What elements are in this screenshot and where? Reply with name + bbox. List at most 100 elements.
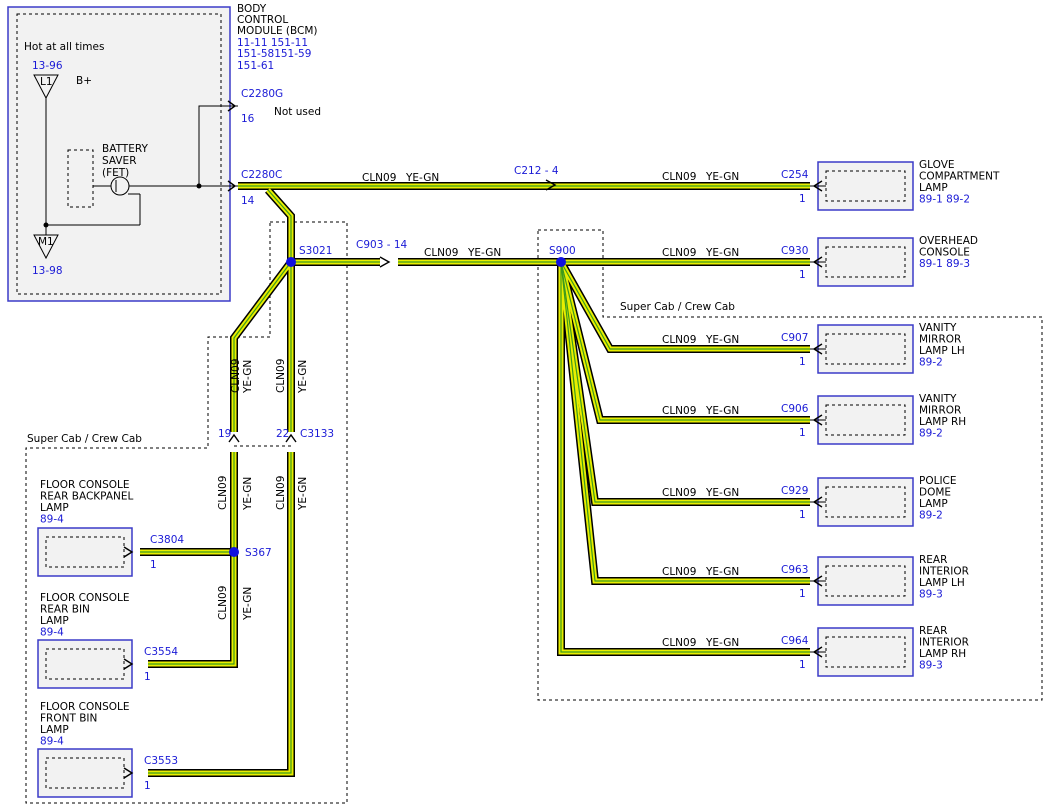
- hot-at-all-times-label: Hot at all times: [24, 41, 104, 53]
- connector-label: C254: [781, 169, 809, 181]
- s900-splice: [556, 257, 566, 267]
- wire-label-color: YE-GN: [705, 566, 739, 578]
- pin-number: 1: [799, 356, 806, 368]
- region-label-right: Super Cab / Crew Cab: [620, 301, 735, 313]
- component-refs: 89-1 89-3: [919, 258, 970, 270]
- wire-label-circuit: CLN09: [275, 476, 287, 510]
- m1-label: M1: [38, 236, 54, 248]
- pin-number: 1: [144, 780, 151, 792]
- wire-label-color: YE-GN: [705, 171, 739, 183]
- bcm-module: Hot at all times 13-96 L1 B+ M1 13-98 BA…: [7, 3, 318, 302]
- wire-s900-to-c964: [560, 262, 810, 653]
- battery-saver-label: BATTERY SAVER (FET): [102, 143, 151, 179]
- wire-label-circuit: CLN09: [424, 247, 458, 259]
- bcm-title: BODY CONTROL MODULE (BCM): [237, 3, 318, 37]
- wire-s900-to-c963: [560, 261, 810, 582]
- s3021-splice: [286, 257, 296, 267]
- c903-label: C903 - 14: [356, 239, 408, 251]
- connector-arrow-icon: [123, 658, 134, 670]
- component-inner-box: [45, 648, 125, 680]
- b-plus-label: B+: [76, 75, 92, 87]
- wire-label-color: YE-GN: [705, 247, 739, 259]
- c3133-label: C3133: [300, 428, 334, 440]
- l1-label: L1: [40, 76, 53, 88]
- component-inner-box: [825, 170, 906, 202]
- c2280c-label: C2280C: [241, 169, 282, 181]
- pin-number: 1: [799, 193, 806, 205]
- c903-arrow-icon: [379, 256, 391, 268]
- c212-label: C212 - 4: [514, 165, 559, 177]
- wire-labels-vertical: CLN09 YE-GN CLN09 YE-GN CLN09 YE-GN CLN0…: [217, 359, 309, 621]
- wire-label-color: YE-GN: [705, 405, 739, 417]
- component-refs: 89-2: [919, 357, 943, 369]
- connector-arrow-icon: [123, 767, 134, 779]
- wire-label-circuit: CLN09: [217, 586, 229, 620]
- component-refs: 89-2: [919, 428, 943, 440]
- region-label-left: Super Cab / Crew Cab: [27, 433, 142, 445]
- connector-label: C963: [781, 564, 808, 576]
- component-refs: 89-3: [919, 589, 943, 601]
- wire-s900-to-c929: [560, 261, 810, 503]
- connector-label: C907: [781, 332, 808, 344]
- connector-label: C929: [781, 485, 808, 497]
- not-used-label: Not used: [274, 106, 321, 118]
- pin22-label: 22: [276, 428, 289, 440]
- pin19-label: 19: [218, 428, 231, 440]
- connector-label: C3554: [144, 646, 178, 658]
- battery-saver-dashed-box: [67, 149, 94, 208]
- wire-label-circuit: CLN09: [275, 359, 287, 393]
- pin-number: 1: [799, 588, 806, 600]
- wire-label-circuit: CLN09: [662, 405, 696, 417]
- wire-s3021-to-pin19: [233, 261, 292, 432]
- wire-label-circuit: CLN09: [230, 359, 242, 393]
- wire-label-circuit: CLN09: [662, 487, 696, 499]
- component-inner-box: [825, 333, 906, 365]
- connector-arrow-icon: [123, 546, 134, 558]
- wire-label-color: YE-GN: [297, 477, 309, 511]
- s367-splice: [229, 547, 239, 557]
- wire-label-circuit: CLN09: [662, 334, 696, 346]
- wire-s900-to-c906: [560, 261, 810, 421]
- wire-label-color: YE-GN: [705, 334, 739, 346]
- c2280g-pin: 16: [241, 113, 255, 125]
- component-inner-box: [45, 757, 125, 789]
- component-inner-box: [825, 565, 906, 597]
- pin-number: 1: [799, 509, 806, 521]
- c2280g-line: [198, 105, 238, 186]
- l1-terminal-icon: [33, 74, 59, 100]
- bcm-refs: 11-11 151-11 151-58151-59 151-61: [237, 37, 315, 72]
- wire-label-color: YE-GN: [297, 360, 309, 394]
- wire-label-color: YE-GN: [467, 247, 501, 259]
- pin-number: 1: [799, 269, 806, 281]
- m1-terminal-icon: [33, 234, 59, 260]
- component-refs: 89-4: [40, 736, 64, 748]
- wire-label-circuit: CLN09: [217, 476, 229, 510]
- pin-number: 1: [799, 427, 806, 439]
- s367-label: S367: [245, 547, 272, 559]
- component-inner-box: [45, 536, 125, 568]
- component-inner-box: [825, 636, 906, 668]
- wires: [140, 182, 810, 777]
- wire-s900-to-c929: [557, 261, 810, 506]
- wire-s900-to-c929: [558, 261, 810, 505]
- pin22-arrow-icon: [285, 433, 297, 443]
- c2280c-pin: 14: [241, 195, 255, 207]
- component-inner-box: [825, 246, 906, 278]
- wire-label-color: YE-GN: [242, 587, 254, 621]
- bcm-inner-dashed-box: [16, 13, 222, 295]
- wire-pin22-to-c3553: [148, 452, 292, 774]
- wire-label-circuit: CLN09: [662, 171, 696, 183]
